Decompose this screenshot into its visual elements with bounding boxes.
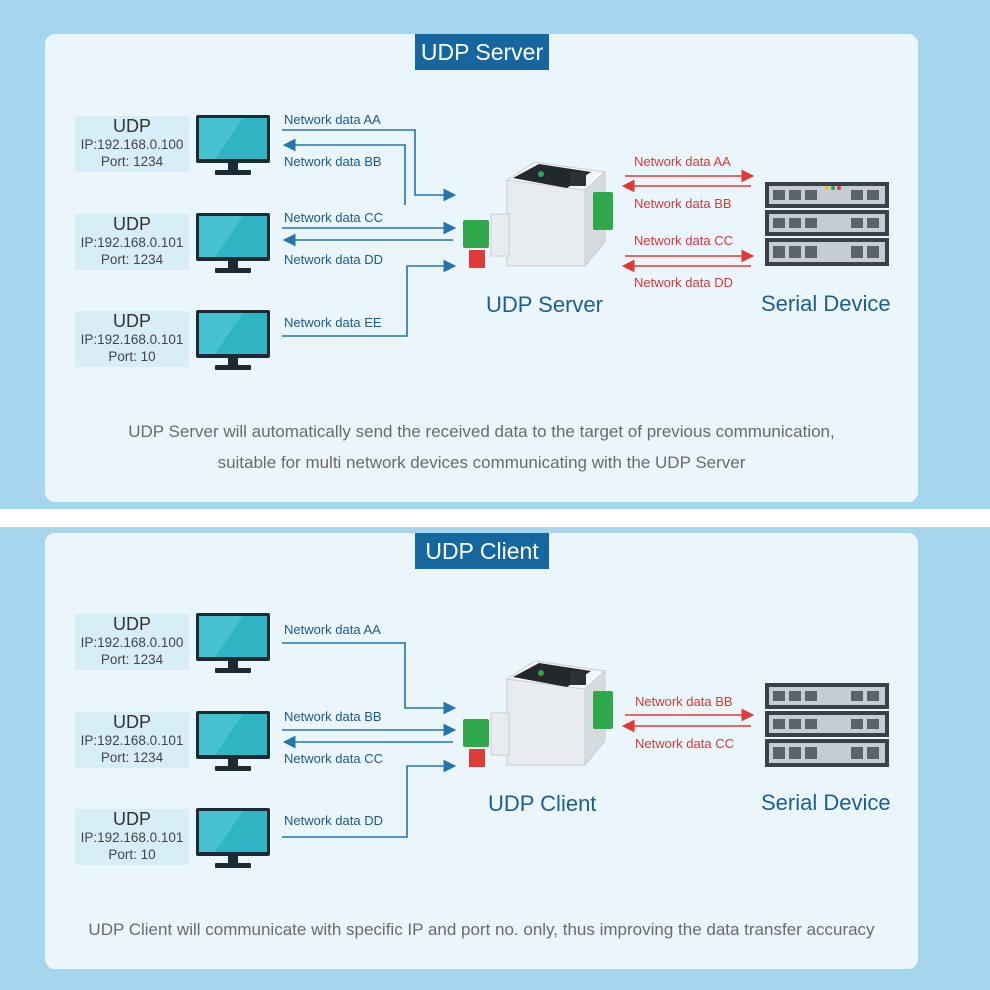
host-protocol: UDP	[112, 214, 151, 234]
connection-arrows	[282, 642, 755, 838]
network-label: Network data DD	[284, 813, 383, 828]
udp-client-panel: UDP Client UDP IP:192.168.0.100 Port: 12…	[45, 533, 918, 969]
host-port: Port: 1234	[100, 652, 164, 667]
connection-arrows	[282, 129, 755, 337]
host-box: UDP IP:192.168.0.101 Port: 10	[75, 311, 189, 367]
arrow-aa	[282, 642, 457, 715]
network-label: Network data BB	[284, 709, 382, 724]
arrow-bb	[282, 138, 406, 205]
divider	[0, 509, 990, 527]
din-rail-converter-icon	[463, 661, 613, 767]
network-label: Network data CC	[284, 210, 383, 225]
serial-label: Network data AA	[634, 154, 731, 169]
arrow-aa	[282, 129, 457, 202]
udp-client-label: UDP Client	[488, 791, 597, 816]
monitor-icon	[196, 711, 270, 771]
host-port: Port: 1234	[100, 154, 164, 169]
description-line-2: suitable for multi network devices commu…	[217, 453, 746, 472]
host-protocol: UDP	[112, 614, 151, 634]
serial-label: Network data BB	[634, 196, 732, 211]
network-label: Network data AA	[284, 622, 381, 637]
serial-label: Network data BB	[635, 694, 733, 709]
network-label: Network data CC	[284, 751, 383, 766]
din-rail-converter-icon	[463, 162, 613, 268]
host-protocol: UDP	[112, 809, 151, 829]
monitor-icon	[196, 613, 270, 673]
host-ip: IP:192.168.0.100	[80, 635, 184, 650]
host-box: UDP IP:192.168.0.101 Port: 10	[75, 809, 189, 865]
network-label: Network data BB	[284, 154, 382, 169]
network-label: Network data AA	[284, 112, 381, 127]
network-label: Network data EE	[284, 315, 382, 330]
description-line-1: UDP Server will automatically send the r…	[128, 422, 835, 441]
arrow-dd	[282, 759, 457, 838]
arrow-ee	[282, 259, 457, 337]
description: UDP Client will communicate with specifi…	[88, 920, 875, 939]
monitor-icon	[196, 310, 270, 370]
host-ip: IP:192.168.0.101	[80, 332, 184, 347]
host-box: UDP IP:192.168.0.101 Port: 1234	[75, 214, 189, 270]
host-box: UDP IP:192.168.0.100 Port: 1234	[75, 116, 189, 172]
host-protocol: UDP	[112, 712, 151, 732]
host-port: Port: 1234	[100, 750, 164, 765]
serial-label: Network data CC	[634, 233, 733, 248]
monitor-icon	[196, 213, 270, 273]
host-box: UDP IP:192.168.0.100 Port: 1234	[75, 614, 189, 670]
serial-device-label: Serial Device	[761, 291, 891, 316]
serial-device-label: Serial Device	[761, 790, 891, 815]
host-ip: IP:192.168.0.101	[80, 733, 184, 748]
panel-title: UDP Client	[415, 533, 549, 569]
host-port: Port: 10	[108, 349, 156, 364]
udp-server-label: UDP Server	[486, 292, 603, 317]
server-rack-icon	[765, 182, 889, 266]
host-protocol: UDP	[112, 116, 151, 136]
monitor-icon	[196, 808, 270, 868]
host-port: Port: 1234	[100, 252, 164, 267]
serial-label: Network data DD	[634, 275, 733, 290]
network-label: Network data DD	[284, 252, 383, 267]
udp-server-panel: UDP Server UDP IP:192.168.0.100 Port: 12…	[45, 34, 918, 502]
host-ip: IP:192.168.0.101	[80, 830, 184, 845]
host-protocol: UDP	[112, 311, 151, 331]
server-rack-icon	[765, 683, 889, 767]
serial-label: Network data CC	[635, 736, 734, 751]
host-ip: IP:192.168.0.100	[80, 137, 184, 152]
host-box: UDP IP:192.168.0.101 Port: 1234	[75, 712, 189, 768]
monitor-icon	[196, 115, 270, 175]
host-port: Port: 10	[108, 847, 156, 862]
panel-title: UDP Server	[415, 34, 549, 70]
host-ip: IP:192.168.0.101	[80, 235, 184, 250]
